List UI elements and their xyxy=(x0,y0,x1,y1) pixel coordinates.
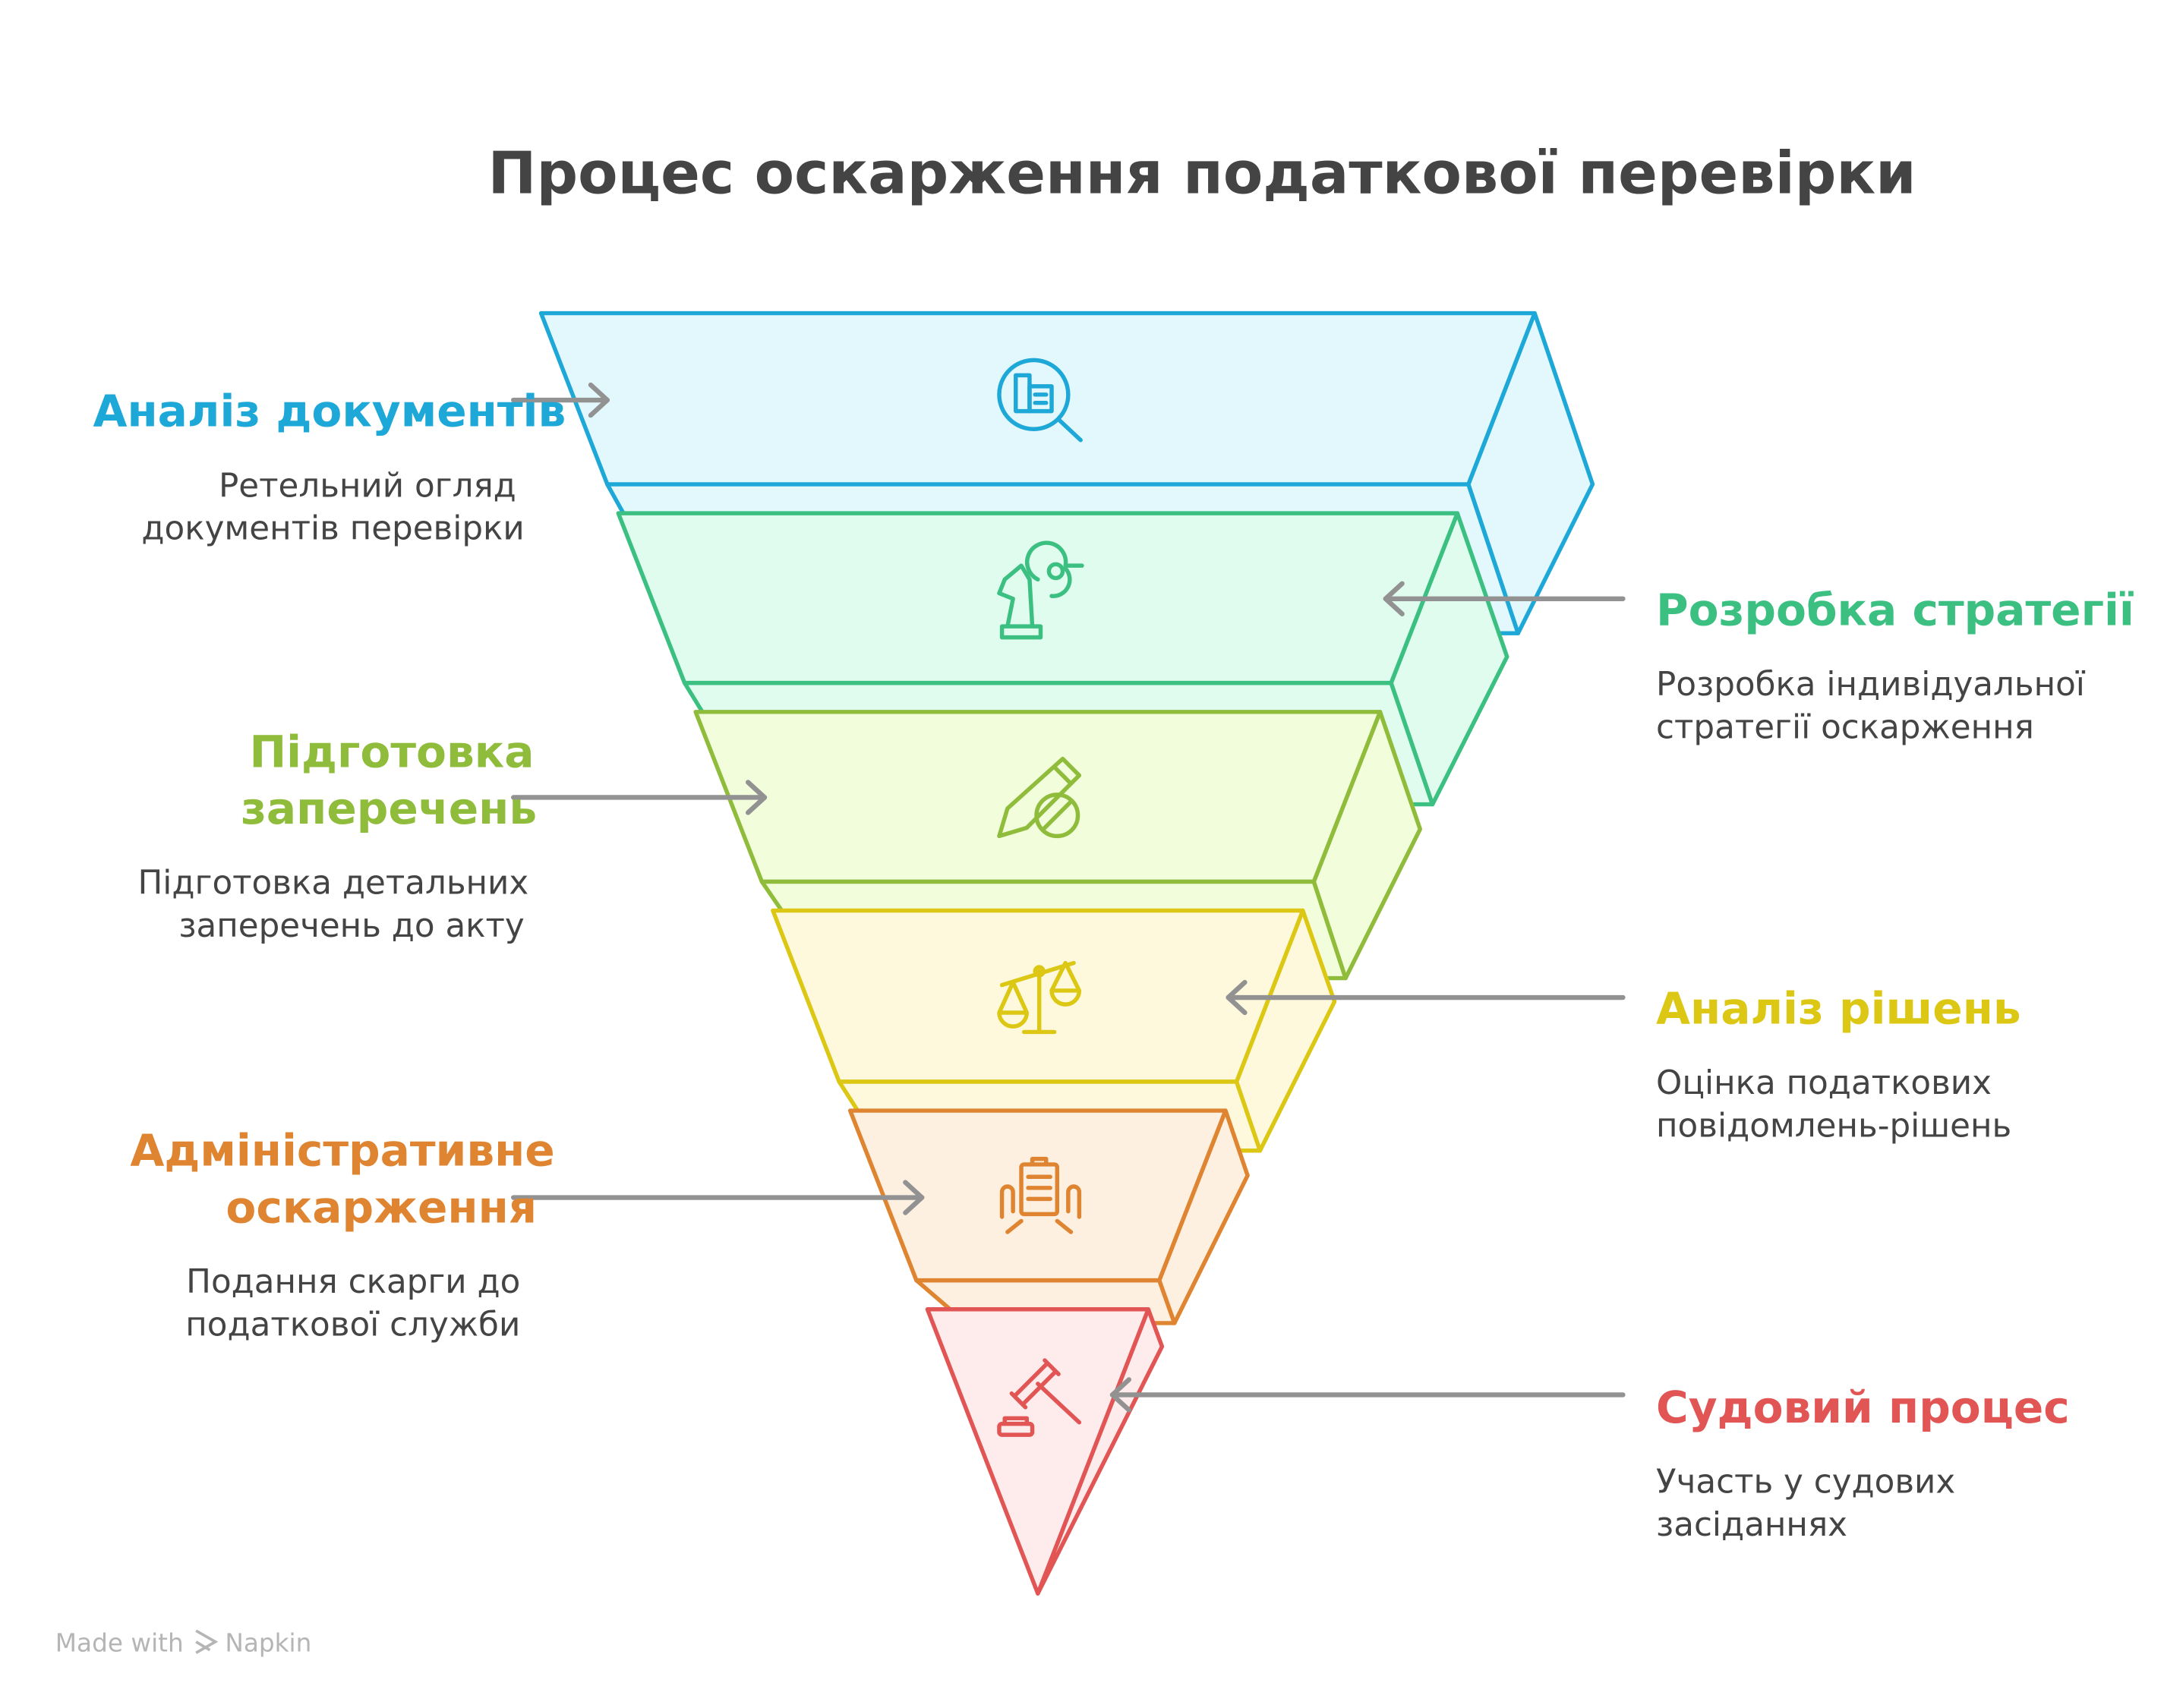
step-3-desc-line-2: заперечень до акту xyxy=(178,907,524,945)
made-with-napkin-badge: Made with Napkin xyxy=(55,1628,312,1657)
step-2-desc-line-2: стратегії оскарження xyxy=(1656,708,2034,746)
step-5-desc-line-2: податкової служби xyxy=(185,1306,520,1344)
arrow-step-6 xyxy=(1109,1377,1626,1413)
arrow-step-4 xyxy=(1226,979,1626,1016)
step-6-desc-line-2: засіданнях xyxy=(1656,1506,1847,1544)
made-with-text: Made with xyxy=(55,1628,184,1657)
step-2-desc-line-1: Розробка індивідуальної xyxy=(1656,666,2086,704)
step-1-label: Аналіз документів xyxy=(93,386,566,437)
arrow-step-1 xyxy=(511,382,610,418)
step-5-label-line-1: Адміністративне xyxy=(130,1125,554,1177)
step-6-desc-line-1: Участь у судових xyxy=(1656,1463,1955,1501)
step-2-label: Розробка стратегії xyxy=(1656,584,2134,635)
step-4-desc-line-2: повідомлень-рішень xyxy=(1656,1108,2011,1145)
step-4-label: Аналіз рішень xyxy=(1656,983,2021,1035)
step-3-desc-line-1: Підготовка детальних xyxy=(137,865,528,903)
step-1-desc-line-1: Ретельний огляд xyxy=(219,467,516,505)
napkin-brand-text: Napkin xyxy=(225,1628,311,1657)
step-1-desc-line-2: документів перевірки xyxy=(141,510,524,548)
gavel-icon xyxy=(997,1358,1082,1437)
arrow-step-2 xyxy=(1383,581,1626,616)
arrow-step-3 xyxy=(511,780,768,815)
clipboard-hands-icon xyxy=(999,1156,1082,1234)
scales-icon xyxy=(997,960,1082,1035)
step-5-label-line-2: оскарження xyxy=(226,1181,537,1233)
step-4-desc-line-1: Оцінка податкових xyxy=(1656,1064,1992,1102)
step-3-label-line-1: Підготовка xyxy=(249,726,534,778)
step-6-label: Судовий процес xyxy=(1656,1382,2070,1433)
document-search-icon xyxy=(997,358,1083,443)
napkin-logo-icon xyxy=(195,1629,219,1654)
step-3-label-line-2: заперечень xyxy=(241,783,537,834)
chess-knight-strategy-icon xyxy=(997,540,1084,640)
pencil-objection-icon xyxy=(997,756,1082,839)
page-title: Процес оскарження податкової перевірки xyxy=(488,140,1916,207)
funnel-layer-6 xyxy=(925,1307,1165,1596)
step-5-desc-line-1: Подання скарги до xyxy=(186,1263,520,1301)
funnel-layer-5 xyxy=(847,1108,1250,1325)
arrow-step-5 xyxy=(511,1180,925,1215)
